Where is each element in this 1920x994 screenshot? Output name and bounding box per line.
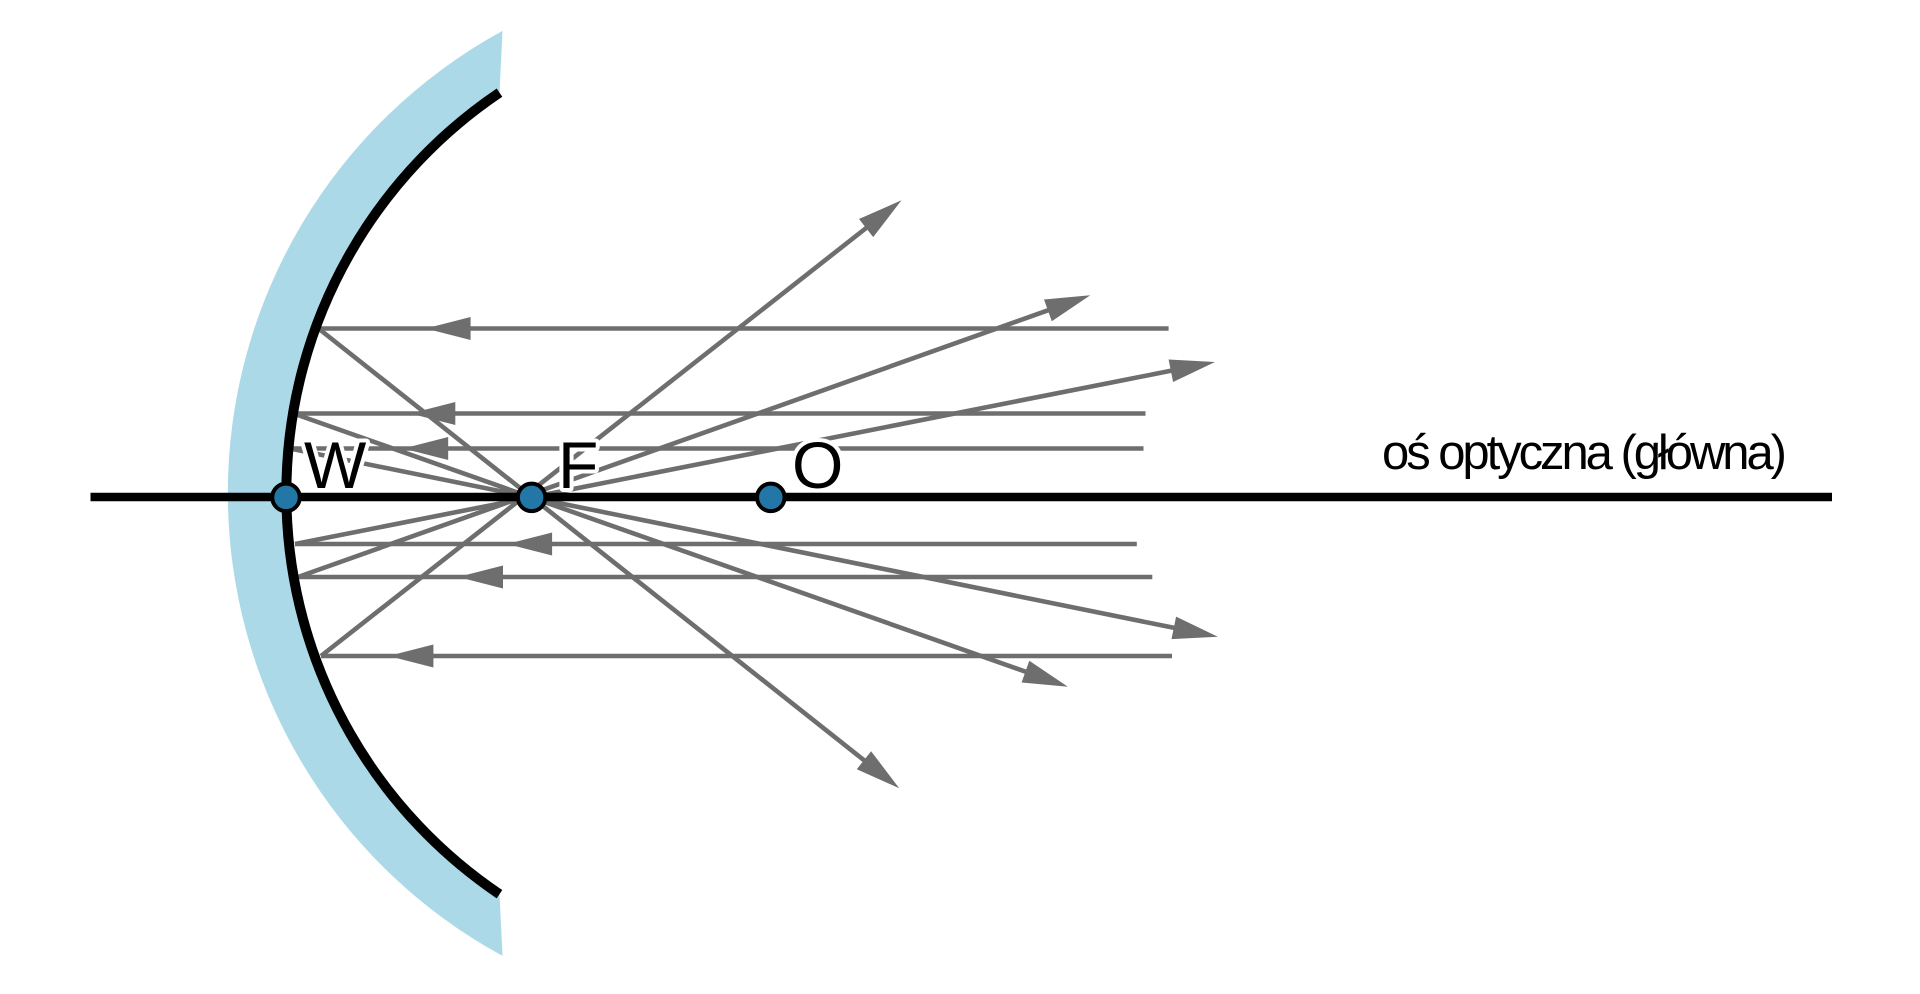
svg-text:W: W <box>304 428 367 502</box>
svg-text:oś optyczna (główna): oś optyczna (główna) <box>1382 426 1787 480</box>
svg-text:O: O <box>792 428 843 502</box>
svg-text:F: F <box>558 428 598 502</box>
